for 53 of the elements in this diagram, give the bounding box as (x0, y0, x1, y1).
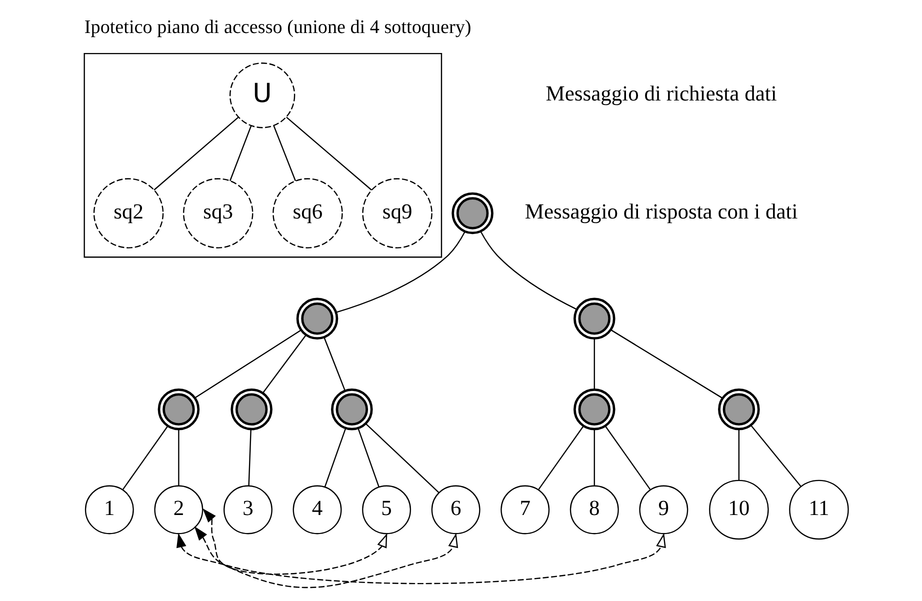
legend-label: Messaggio di risposta con i dati (524, 200, 798, 224)
connector (248, 429, 251, 486)
node-circle: 8 (569, 485, 618, 534)
node-circle: sq2 (92, 178, 164, 248)
node-circle: 10 (708, 480, 768, 540)
connector (604, 426, 650, 490)
node-circle (330, 388, 372, 430)
connector (537, 426, 584, 490)
connector (262, 334, 306, 394)
connector (336, 231, 466, 313)
node-circle: 9 (638, 485, 688, 534)
connector (178, 429, 179, 486)
connector (194, 330, 301, 398)
arrow (176, 533, 666, 584)
node-circle: sq9 (362, 178, 432, 248)
node-circle (157, 388, 200, 430)
node-circle: sq3 (182, 178, 253, 248)
arrow (202, 508, 387, 575)
node-circle (230, 388, 272, 430)
node-circle: sq6 (272, 178, 342, 248)
node-circle: U (228, 62, 295, 128)
node-circle (572, 298, 615, 340)
connector (357, 428, 379, 488)
connector (738, 429, 740, 480)
connector (228, 125, 252, 182)
diagram-title: Ipotetico piano di accesso (unione di 4 sottoquery) (84, 16, 471, 38)
node-circle (451, 192, 493, 234)
connector (324, 428, 346, 488)
connector (365, 423, 439, 494)
connector (593, 429, 594, 486)
connector (480, 231, 577, 310)
connector (122, 426, 168, 490)
node-circle (718, 388, 760, 430)
connector (610, 329, 722, 399)
connector (272, 125, 296, 182)
connector (750, 425, 801, 487)
connector (593, 338, 594, 390)
cluster (83, 52, 442, 258)
node-circle (296, 298, 338, 340)
node-circle: 5 (362, 485, 411, 534)
node-circle (572, 388, 615, 430)
arrow (194, 526, 458, 588)
node-circle: 3 (223, 485, 272, 534)
node-circle: 6 (430, 485, 480, 534)
connector (323, 337, 346, 391)
node-circle: 11 (788, 480, 848, 540)
node-circle: 2 (154, 485, 203, 534)
node-circle: 7 (500, 485, 550, 534)
node-circle: 4 (292, 485, 342, 534)
connector (286, 116, 372, 190)
node-circle: 1 (84, 485, 134, 534)
legend-label: Messaggio di richiesta dati (545, 82, 776, 106)
connector (153, 116, 238, 190)
